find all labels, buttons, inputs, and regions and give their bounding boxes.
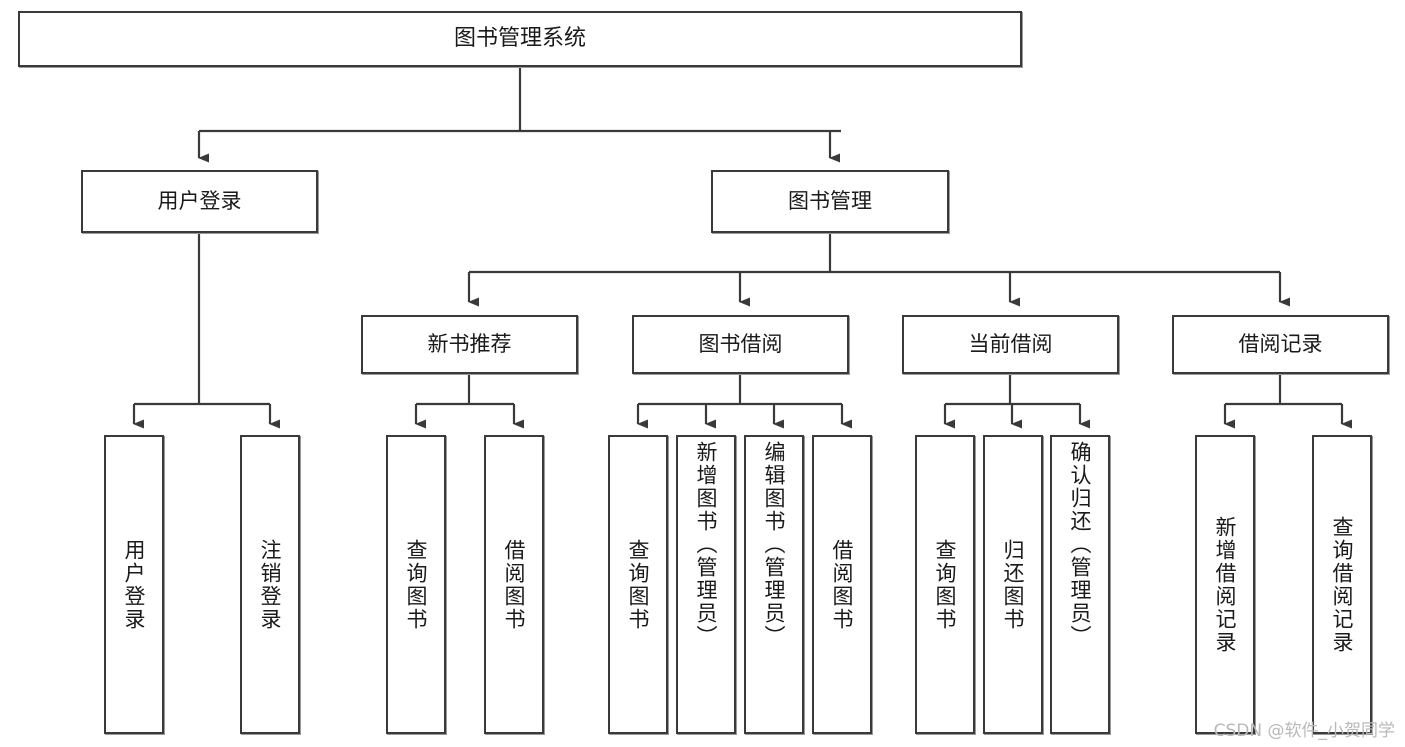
leaf-add-book[interactable]: 新增图书（管理员） [676, 435, 736, 734]
leaf-confirm-return[interactable]: 确认归还（管理员） [1050, 435, 1110, 734]
node-label: 新增图书（管理员） [694, 441, 719, 648]
leaf-user-logout[interactable]: 注销登录 [240, 435, 300, 734]
node-root-system[interactable]: 图书管理系统 [18, 11, 1022, 67]
node-label: 借阅图书 [502, 538, 527, 631]
leaf-borrow-book-1[interactable]: 借阅图书 [484, 435, 544, 734]
node-label: 借阅图书 [830, 538, 855, 631]
node-book-manage[interactable]: 图书管理 [711, 170, 949, 233]
node-label: 借阅记录 [1238, 332, 1323, 357]
node-label: 用户登录 [157, 189, 242, 214]
node-label: 用户登录 [122, 538, 147, 631]
leaf-query-book-1[interactable]: 查询图书 [386, 435, 446, 734]
node-label: 图书借阅 [698, 332, 783, 357]
node-book-borrow[interactable]: 图书借阅 [632, 315, 849, 374]
node-current-borrow[interactable]: 当前借阅 [902, 315, 1119, 374]
leaf-edit-book[interactable]: 编辑图书（管理员） [744, 435, 804, 734]
node-label: 确认归还（管理员） [1068, 441, 1093, 648]
node-label: 编辑图书（管理员） [762, 441, 787, 648]
node-label: 归还图书 [1001, 538, 1026, 631]
node-label: 查询图书 [626, 538, 651, 631]
node-label: 图书管理系统 [453, 26, 586, 52]
leaf-borrow-book-2[interactable]: 借阅图书 [812, 435, 872, 734]
node-label: 新书推荐 [427, 332, 512, 357]
node-label: 查询图书 [404, 538, 429, 631]
node-label: 新增借阅记录 [1213, 515, 1238, 654]
leaf-add-record[interactable]: 新增借阅记录 [1195, 435, 1255, 734]
leaf-query-record[interactable]: 查询借阅记录 [1312, 435, 1372, 734]
node-label: 图书管理 [788, 189, 872, 214]
leaf-query-book-3[interactable]: 查询图书 [915, 435, 975, 734]
leaf-return-book[interactable]: 归还图书 [983, 435, 1043, 734]
node-label: 当前借阅 [968, 332, 1053, 357]
node-user-login[interactable]: 用户登录 [81, 170, 318, 233]
node-label: 查询图书 [933, 538, 958, 631]
node-label: 查询借阅记录 [1330, 515, 1355, 654]
watermark: CSDN @软件_小贺同学 [1213, 721, 1395, 741]
node-label: 注销登录 [258, 538, 283, 631]
node-borrow-record[interactable]: 借阅记录 [1172, 315, 1389, 374]
leaf-query-book-2[interactable]: 查询图书 [608, 435, 668, 734]
leaf-user-login[interactable]: 用户登录 [104, 435, 164, 734]
node-new-book-recommend[interactable]: 新书推荐 [361, 315, 578, 374]
